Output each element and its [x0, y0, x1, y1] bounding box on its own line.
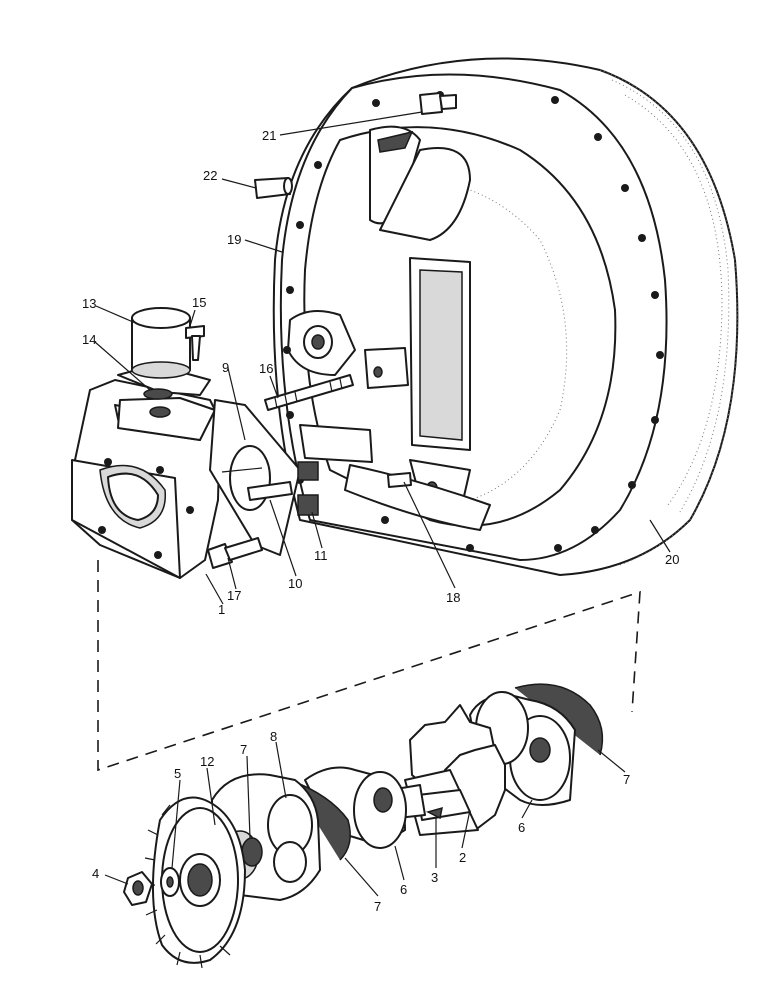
dowel-18 — [387, 472, 412, 488]
callout-10: 10 — [288, 576, 302, 591]
bolt-21 — [419, 92, 457, 115]
callout-6b: 6 — [518, 820, 525, 835]
callout-12: 12 — [200, 754, 214, 769]
callout-7c: 7 — [623, 772, 630, 787]
callouts: 21 22 19 13 15 14 9 16 20 11 10 17 18 1 … — [82, 128, 679, 914]
washer-5 — [160, 867, 180, 897]
filter-cap — [117, 307, 211, 400]
callout-6a: 6 — [400, 882, 407, 897]
bolt-17 — [207, 537, 263, 569]
callout-21: 21 — [262, 128, 276, 143]
callout-7b: 7 — [374, 899, 381, 914]
callout-20: 20 — [665, 552, 679, 567]
callout-13: 13 — [82, 296, 96, 311]
callout-17: 17 — [227, 588, 241, 603]
gasket-plate — [209, 399, 301, 556]
gears-2 — [404, 704, 506, 836]
bell-housing — [272, 57, 739, 576]
callout-2: 2 — [459, 850, 466, 865]
callout-22: 22 — [203, 168, 217, 183]
callout-9: 9 — [222, 360, 229, 375]
callout-3: 3 — [431, 870, 438, 885]
clips-11 — [297, 461, 319, 516]
callout-1: 1 — [218, 602, 225, 617]
assembly-dashed-line — [97, 560, 641, 772]
leader-lines — [94, 111, 671, 897]
callout-8: 8 — [270, 729, 277, 744]
callout-5: 5 — [174, 766, 181, 781]
nut-4 — [123, 871, 153, 906]
callout-4: 4 — [92, 866, 99, 881]
callout-11: 11 — [314, 548, 328, 563]
callout-18: 18 — [446, 590, 460, 605]
callout-16: 16 — [259, 361, 273, 376]
callout-7a: 7 — [240, 742, 247, 757]
sprocket-12 — [143, 796, 246, 969]
pump-body — [71, 379, 221, 579]
callout-19: 19 — [227, 232, 241, 247]
callout-14: 14 — [82, 332, 96, 347]
dowel-22 — [254, 177, 293, 199]
stud-16 — [264, 374, 354, 411]
callout-15: 15 — [192, 295, 206, 310]
